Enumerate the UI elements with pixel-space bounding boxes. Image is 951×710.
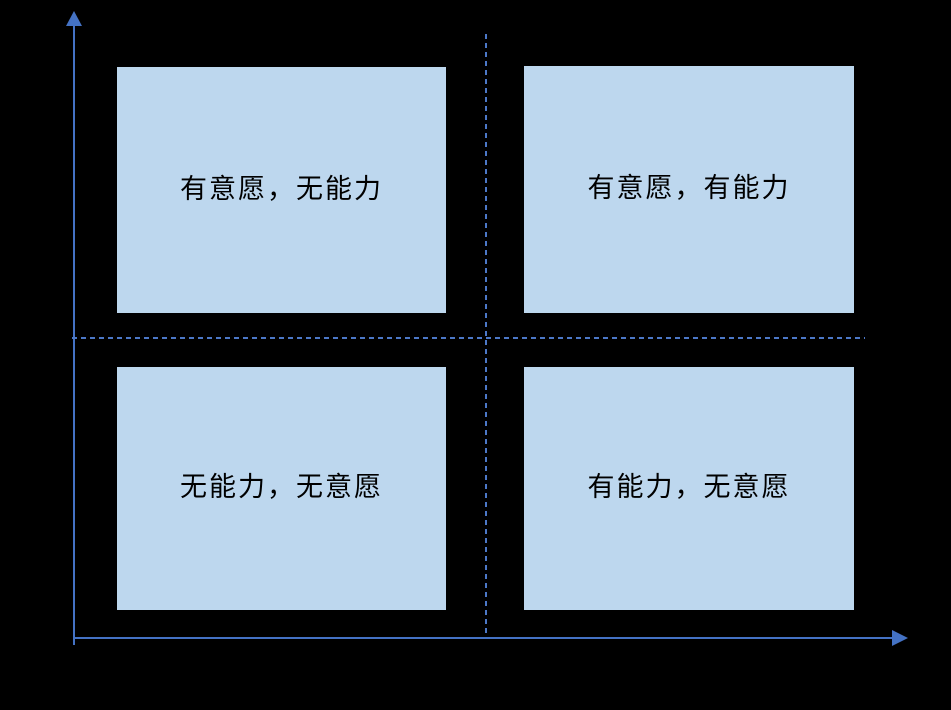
quadrant-top-left: 有意愿，无能力 <box>117 67 446 313</box>
x-axis-arrow-icon <box>892 630 908 646</box>
quadrant-bottom-right: 有能力，无意愿 <box>524 367 854 610</box>
y-axis-arrow-icon <box>66 11 82 26</box>
quadrant-top-right-label: 有意愿，有能力 <box>587 173 791 205</box>
quadrant-bottom-left: 无能力，无意愿 <box>117 367 446 610</box>
quadrant-top-left-label: 有意愿，无能力 <box>180 173 383 205</box>
quadrant-bottom-left-label: 无能力，无意愿 <box>180 472 383 504</box>
quadrant-bottom-right-label: 有能力，无意愿 <box>587 472 791 504</box>
quadrant-top-right: 有意愿，有能力 <box>524 66 854 313</box>
